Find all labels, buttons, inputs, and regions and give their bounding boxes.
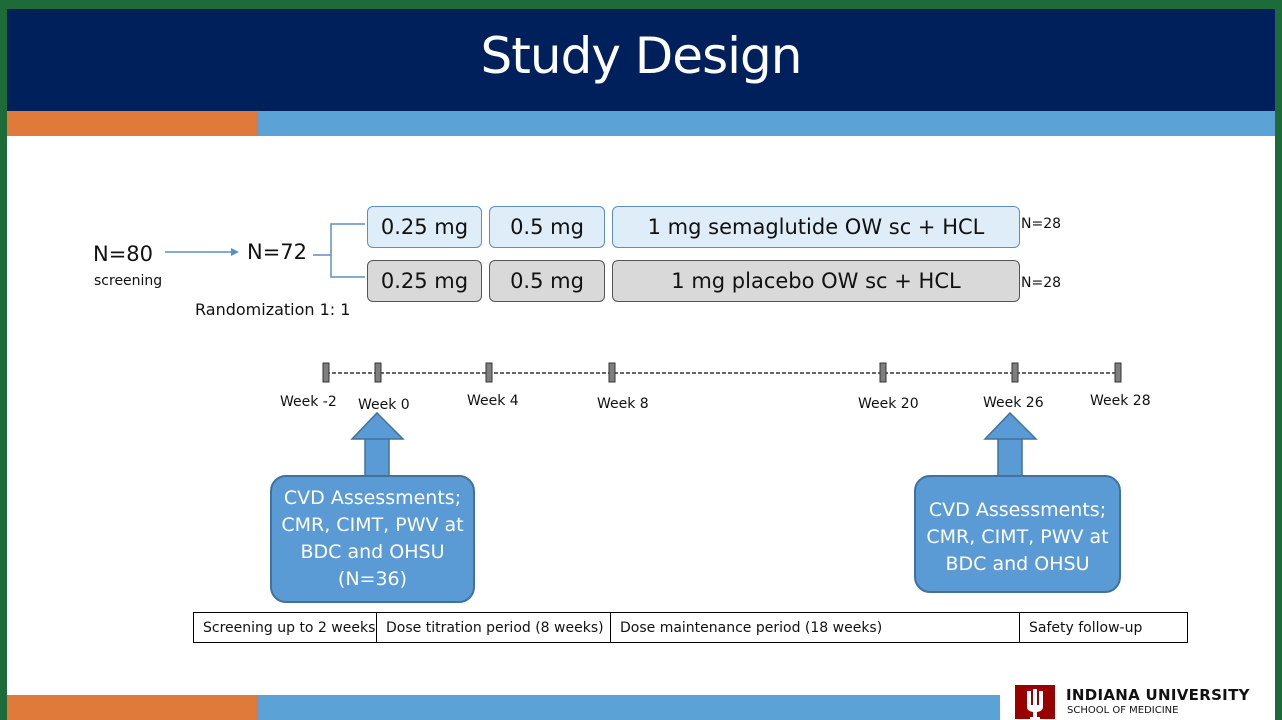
timeline-marker xyxy=(1011,362,1019,383)
assessment-line: CMR, CIMT, PWV at xyxy=(281,514,464,536)
timeline xyxy=(322,362,1122,383)
arm1-dose-0.5: 0.5 mg xyxy=(489,206,605,248)
arm2-n: N=28 xyxy=(1021,275,1062,291)
week-label-4: Week 4 xyxy=(467,393,519,409)
accent-band-orange xyxy=(7,111,258,136)
period-safety: Safety follow-up xyxy=(1029,619,1143,636)
slide-title: Study Design xyxy=(480,27,803,85)
assessment-line: CVD Assessments; xyxy=(283,487,462,509)
enrollment-arrow-head xyxy=(231,248,239,256)
assessment-line: BDC and OHSU xyxy=(300,541,445,563)
final-assessment-box: CVD Assessments; CMR, CIMT, PWV at BDC a… xyxy=(914,475,1121,593)
week-label-0: Week 0 xyxy=(358,397,410,413)
period-screening: Screening up to 2 weeks xyxy=(194,613,377,642)
assessment-line: BDC and OHSU xyxy=(945,553,1090,575)
timeline-marker xyxy=(879,362,887,383)
footer-band-orange xyxy=(7,695,258,720)
arm1-maintenance: 1 mg semaglutide OW sc + HCL xyxy=(612,206,1020,248)
randomization-ratio: Randomization 1: 1 xyxy=(195,300,351,319)
slide: Study Design N=80 screening N=72 Randomi… xyxy=(7,9,1275,720)
branch-lower xyxy=(330,255,365,278)
footer-org: INDIANA UNIVERSITY xyxy=(1066,686,1250,704)
week-label-minus2: Week -2 xyxy=(280,394,337,410)
period-table: Screening up to 2 weeks Dose titration p… xyxy=(193,612,1188,643)
timeline-marker xyxy=(485,362,493,383)
timeline-marker xyxy=(374,362,382,383)
week-label-26: Week 26 xyxy=(983,395,1044,411)
assessment-line: CVD Assessments; xyxy=(928,499,1107,521)
arm1-dose-0.25: 0.25 mg xyxy=(367,206,482,248)
flow-lines xyxy=(165,223,1122,478)
assessment-line: CMR, CIMT, PWV at xyxy=(926,526,1109,548)
screened-label: screening xyxy=(94,273,163,289)
title-bar: Study Design xyxy=(7,9,1275,111)
branch-upper xyxy=(313,223,365,256)
period-titration: Dose titration period (8 weeks) xyxy=(377,613,611,642)
footer-school: SCHOOL OF MEDICINE xyxy=(1067,705,1179,716)
arm1-n: N=28 xyxy=(1021,216,1062,232)
week-label-8: Week 8 xyxy=(597,396,649,412)
timeline-marker xyxy=(322,362,330,383)
assessment-line: (N=36) xyxy=(337,568,408,590)
arm2-dose-0.5: 0.5 mg xyxy=(489,260,605,302)
arm2-maintenance: 1 mg placebo OW sc + HCL xyxy=(612,260,1020,302)
period-maintenance: Dose maintenance period (18 weeks) xyxy=(611,613,1020,642)
footer-band-blue xyxy=(258,695,1000,720)
timeline-marker xyxy=(1114,362,1122,383)
screened-count: N=80 xyxy=(93,242,154,266)
timeline-marker xyxy=(608,362,616,383)
baseline-assessment-box: CVD Assessments; CMR, CIMT, PWV at BDC a… xyxy=(270,475,475,603)
week-label-28: Week 28 xyxy=(1090,393,1151,409)
accent-band-blue xyxy=(258,111,1275,136)
arrow-week-0 xyxy=(350,411,405,478)
arrow-week-26 xyxy=(983,411,1038,478)
week-label-20: Week 20 xyxy=(858,396,919,412)
arm2-dose-0.25: 0.25 mg xyxy=(367,260,482,302)
iu-trident-logo xyxy=(1015,685,1055,720)
randomized-count: N=72 xyxy=(247,240,308,264)
